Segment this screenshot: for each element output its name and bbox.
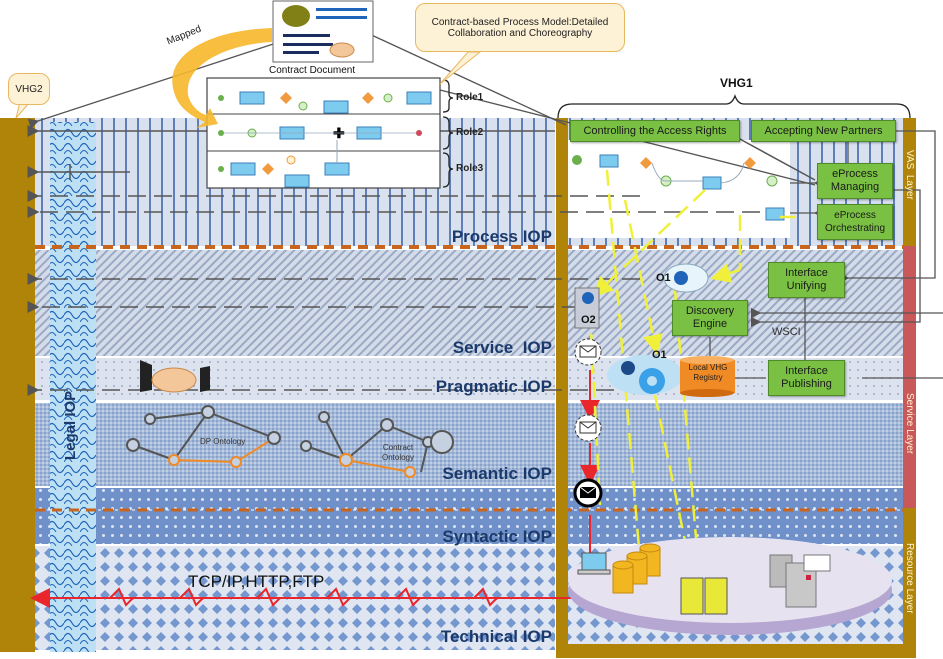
vhg1-label: VHG1 xyxy=(720,76,753,90)
connector-lines xyxy=(709,130,943,379)
resource-layer-bar xyxy=(903,508,916,658)
access-rights-box[interactable]: Controlling the Access Rights xyxy=(570,120,740,142)
server-icon xyxy=(769,554,831,608)
interface-unifying-box[interactable]: Interface Unifying xyxy=(768,262,845,298)
band-pragmatic xyxy=(35,358,555,400)
building-icon xyxy=(680,577,728,615)
band-service xyxy=(35,250,555,356)
resource-layer-label: Resource Layer xyxy=(904,543,915,614)
syntactic-iop-label: Syntactic IOP xyxy=(442,527,552,546)
discovery-engine-box[interactable]: Discovery Engine xyxy=(672,300,748,336)
o2-label: O2 xyxy=(581,314,596,326)
callout-pointer xyxy=(439,51,482,85)
o1-top-label: O1 xyxy=(656,272,671,284)
laptop-icon xyxy=(577,552,611,575)
vhg1-left-pillar xyxy=(556,118,568,658)
eprocess-orchestrating-box[interactable]: eProcess Orchestrating xyxy=(817,204,893,240)
envelope-icon-1 xyxy=(574,338,602,366)
vas-layer-label: VAS Layer xyxy=(904,150,915,200)
contract-document xyxy=(272,0,374,63)
vhg1-bottom-bar xyxy=(556,644,903,658)
process-iop-label: Process IOP xyxy=(451,227,552,246)
legal-iop-column xyxy=(50,122,96,652)
band-semantic-lower xyxy=(35,488,555,544)
dp-ontology-label: DP Ontology xyxy=(200,437,246,446)
o1-mid-label: O1 xyxy=(652,349,667,361)
legal-iop-label: Legal IOP xyxy=(62,390,79,460)
contract-document-caption: Contract Document xyxy=(269,65,356,76)
contract-ontology-graph xyxy=(300,411,454,478)
o1-gear-cloud-mid xyxy=(607,355,683,395)
registry-label: Local VHG Registry xyxy=(688,363,728,382)
role-2-label: Role2 xyxy=(456,127,484,138)
new-partners-box[interactable]: Accepting New Partners xyxy=(751,120,896,142)
handshake-icon xyxy=(140,360,210,393)
registry-cylinder xyxy=(680,356,735,397)
service-iop-label: Service IOP xyxy=(452,338,552,357)
contract-ontology-label: Contract Ontology xyxy=(381,443,415,462)
interface-publishing-box[interactable]: Interface Publishing xyxy=(768,360,845,396)
vhg2-callout: VHG2 xyxy=(8,73,50,105)
contract-process-model: ✚ xyxy=(206,77,454,189)
message-lines xyxy=(27,31,816,396)
semantic-iop-label: Semantic IOP xyxy=(442,464,552,483)
envelope-icon-3 xyxy=(573,478,603,508)
envelope-icon-2 xyxy=(574,414,602,442)
vhg1-process-flow xyxy=(572,154,785,221)
mapped-arrow xyxy=(172,28,272,128)
pragmatic-iop-label: Pragmatic IOP xyxy=(435,377,552,396)
vhg2-pillar xyxy=(0,118,35,652)
o1-gear-cloud-top xyxy=(663,263,709,293)
technical-iop-label: Technical IOP xyxy=(440,627,552,646)
role-3-label: Role3 xyxy=(456,163,484,174)
eprocess-managing-box[interactable]: eProcess Managing xyxy=(817,163,893,199)
vas-layer-bar xyxy=(903,118,916,246)
band-semantic xyxy=(35,403,555,486)
service-layer-label: Service Layer xyxy=(904,393,915,455)
wsci-label: WSCI xyxy=(772,326,801,338)
protocol-label: TCP/IP,HTTP,FTP xyxy=(188,572,325,591)
vhg1-brace xyxy=(557,94,911,119)
database-icon xyxy=(612,543,661,594)
process-model-callout: Contract-based Process Model:Detailed Co… xyxy=(415,3,625,52)
dp-ontology-graph xyxy=(126,405,281,468)
o2-service-icon xyxy=(574,287,600,329)
service-layer-bar xyxy=(903,246,916,508)
role-1-label: Role1 xyxy=(456,92,484,103)
